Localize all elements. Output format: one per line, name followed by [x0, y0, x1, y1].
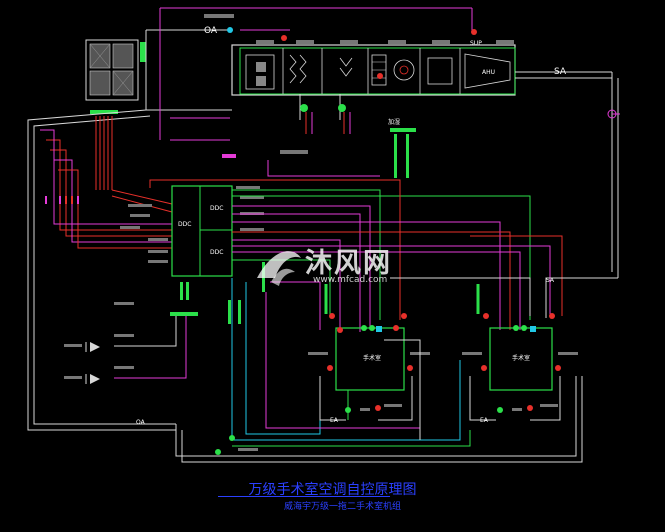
- operating-room-left: 手术室 EA: [308, 313, 430, 440]
- outdoor-air-duct: OA: [145, 7, 477, 140]
- air-handling-unit: AHU SUP: [231, 40, 516, 96]
- outdoor-unit: [85, 39, 146, 114]
- diagram-subtitle: 威海宇万级一拖二手术室机组: [283, 502, 401, 512]
- supply-duct: SA: [515, 67, 620, 278]
- ddc-main-label: DDC: [178, 221, 191, 228]
- watermark-url: www.mfcad.com: [313, 275, 388, 285]
- ddc-lower-label: DDC: [210, 249, 223, 256]
- watermark-brand: 沐风网: [305, 248, 392, 279]
- control-wiring: SA: [149, 160, 618, 332]
- room-right-label: 手术室: [512, 354, 530, 362]
- room-left-label: 手术室: [363, 354, 381, 362]
- oa-label: OA: [204, 26, 218, 36]
- title-underline: [218, 496, 390, 497]
- sa-branch-label: SA: [546, 277, 555, 284]
- diagram-title: 万级手术室空调自控原理图: [248, 482, 417, 498]
- ea-right-label: EA: [480, 417, 489, 424]
- ddc-upper-label: DDC: [210, 205, 223, 212]
- supply-tag: SUP: [470, 40, 482, 47]
- watermark-logo: [257, 251, 301, 286]
- oa-bottom-label: OA: [136, 419, 146, 426]
- ahu-fan-label: AHU: [482, 69, 495, 76]
- field-devices: [64, 302, 187, 384]
- water-valves: 加湿: [280, 94, 416, 178]
- operating-room-right: 手术室 EA: [462, 313, 578, 424]
- ea-left-label: EA: [330, 417, 339, 424]
- sa-label: SA: [554, 67, 567, 77]
- sensor-wiring: [215, 278, 461, 455]
- left-loop: OA: [27, 109, 236, 431]
- return-air-loop: [175, 376, 583, 463]
- humidifier-label: 加湿: [388, 118, 400, 126]
